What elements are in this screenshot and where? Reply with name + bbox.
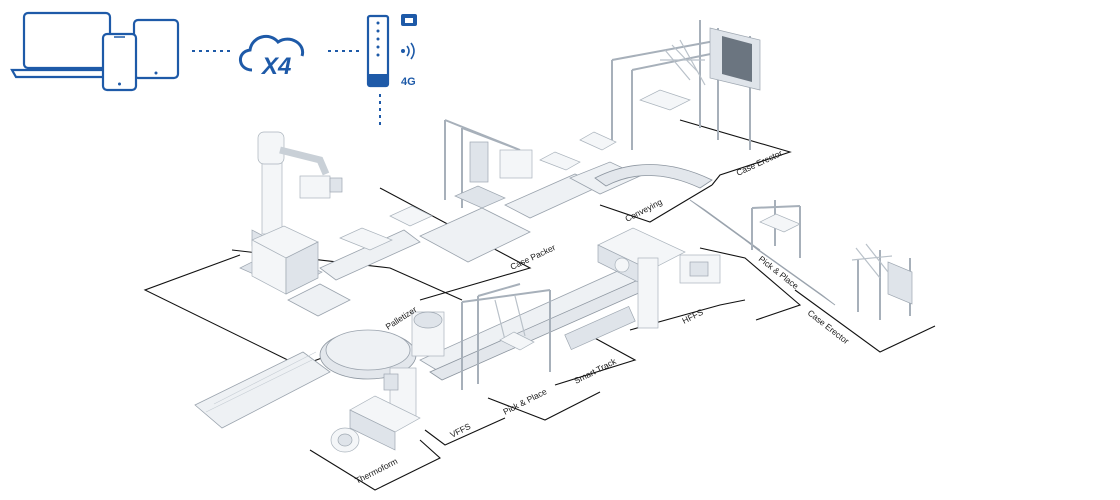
label-case-erector-right: Case Erector (806, 308, 851, 347)
zone-hffs (629, 299, 746, 331)
label-pick-place-right: Pick & Place (757, 254, 801, 291)
case-erector-right-machine (851, 243, 913, 320)
roller-conveyor-infeed (194, 351, 331, 429)
pick-place-right-machine (751, 200, 801, 258)
zone-conveying (599, 184, 713, 223)
zone-pick-place-center (487, 391, 601, 421)
conveyor-network (194, 161, 836, 429)
curved-conveyor (594, 164, 713, 189)
conveyor-case-erector-right (744, 239, 836, 306)
hffs-machine (597, 227, 721, 329)
wifi-signal-icon (401, 42, 415, 60)
tablet-icon (132, 18, 180, 80)
zone-vffs (424, 417, 506, 446)
zone-case-erector-right (794, 289, 936, 353)
conveyor-case-packer (419, 207, 531, 263)
roller-conveyor-pallet (287, 283, 351, 317)
smart-track-machine (564, 305, 636, 351)
cloud-icon: X4 (239, 34, 305, 80)
label-case-packer: Case Packer (509, 242, 557, 272)
zone-case-erector-top (679, 119, 792, 186)
pick-place-center-machine (461, 283, 551, 390)
case-packer-machine (339, 119, 617, 251)
label-hffs: HFFS (680, 307, 705, 326)
zone-thermoform (309, 439, 441, 491)
smartphone-icon (101, 32, 138, 92)
label-smart-track: Smart Track (572, 356, 618, 386)
case-erector-top-machine (611, 20, 761, 150)
cloud-logo-text: X4 (260, 53, 291, 80)
conveyor-right-link (689, 199, 761, 251)
palletizer-robot (239, 131, 343, 295)
label-vffs: VFFS (448, 421, 472, 440)
thermoform-machine (330, 395, 421, 453)
ethernet-port-icon (401, 14, 417, 26)
zone-pick-place-right (699, 247, 802, 321)
router-icon (366, 14, 390, 88)
zone-smart-track (554, 329, 637, 386)
label-case-erector-top: Case Erector (735, 148, 784, 178)
signal-4g-label: 4G (401, 76, 416, 88)
